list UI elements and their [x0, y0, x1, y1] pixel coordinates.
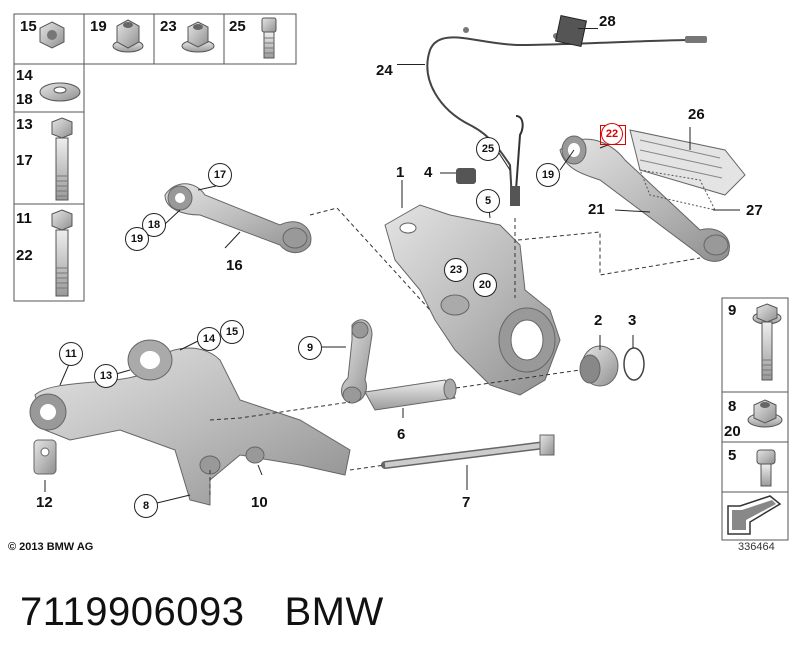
callout-11: 11	[59, 342, 83, 366]
callout-16: 16	[226, 257, 243, 274]
legend-label-17: 17	[16, 152, 33, 169]
callout-7: 7	[462, 494, 471, 511]
callout-15: 15	[220, 320, 244, 344]
callout-9: 9	[298, 336, 322, 360]
callout-28: 28	[599, 13, 616, 30]
guide-26-part	[629, 129, 746, 196]
wishbone-21-part	[559, 135, 730, 262]
legend-label-25: 25	[229, 18, 246, 35]
legend-label-14: 14	[16, 67, 33, 84]
washer-14-18-icon	[39, 82, 81, 102]
hex-bolt-13-17-icon	[51, 117, 73, 201]
callout-17: 17	[208, 163, 232, 187]
callout-14: 14	[197, 327, 221, 351]
legend-label-20: 20	[724, 423, 741, 440]
callout-19-lower: 19	[125, 227, 149, 251]
clip-4-icon	[456, 168, 476, 184]
legend-right-frame	[721, 297, 789, 541]
ring-3-part	[623, 347, 645, 381]
bolt-25-icon	[261, 17, 277, 59]
legend-left-frame	[13, 63, 85, 302]
callout-2: 2	[594, 312, 603, 329]
legend-label-8: 8	[728, 398, 737, 415]
legend-label-23: 23	[160, 18, 177, 35]
callout-4: 4	[424, 164, 433, 181]
bracket-12-part	[33, 439, 57, 475]
bracket-28-icon	[554, 14, 588, 48]
callout-25: 25	[476, 137, 500, 161]
legend-label-22: 22	[16, 247, 33, 264]
callout-1: 1	[396, 164, 405, 181]
callout-5: 5	[476, 189, 500, 213]
callout-27: 27	[746, 202, 763, 219]
highlight-22-box: 22	[600, 123, 626, 145]
cover-27-part	[639, 169, 716, 211]
hex-bolt-11-22-icon	[51, 209, 73, 297]
assembly-lines	[209, 207, 701, 495]
callout-19-upper: 19	[536, 163, 560, 187]
callout-22-highlighted: 22	[601, 123, 623, 145]
legend-label-15: 15	[20, 18, 37, 35]
callout-24: 24	[376, 62, 393, 79]
bolt-5-icon	[756, 449, 776, 487]
callout-23: 23	[444, 258, 468, 282]
collar-nut-23-icon	[181, 21, 215, 53]
legend-label-11: 11	[16, 210, 32, 227]
arrow-symbol-icon	[727, 495, 782, 535]
bolt-7-part	[381, 434, 555, 469]
callout-10: 10	[251, 494, 268, 511]
wheel-carrier-part	[384, 204, 561, 396]
callout-24-leader	[397, 64, 425, 65]
sensor-cable	[426, 36, 691, 201]
callout-13: 13	[94, 364, 118, 388]
bolt-9-icon	[752, 303, 782, 381]
callout-21: 21	[588, 201, 605, 218]
control-arm-16-part	[164, 183, 312, 254]
callout-8: 8	[134, 494, 158, 518]
brand-name: BMW	[284, 590, 384, 634]
rubber-mount-2-part	[579, 345, 619, 387]
part-number: 7119906093	[20, 590, 245, 634]
trailing-arm-10-part	[29, 339, 351, 506]
diagram-id: 336464	[738, 541, 775, 553]
callout-12: 12	[36, 494, 53, 511]
collar-nut-8-20-icon	[747, 399, 783, 428]
callout-3: 3	[628, 312, 637, 329]
nut-15-icon	[39, 21, 65, 49]
sleeve-6-part	[364, 378, 457, 411]
legend-label-5: 5	[728, 447, 737, 464]
callout-28-leader	[578, 28, 598, 29]
legend-label-9: 9	[728, 302, 737, 319]
legend-label-18: 18	[16, 91, 33, 108]
callout-26: 26	[688, 106, 705, 123]
legend-label-19: 19	[90, 18, 107, 35]
copyright-text: © 2013 BMW AG	[8, 541, 94, 553]
callout-6: 6	[397, 426, 406, 443]
link-9-part	[341, 319, 373, 404]
part-number-line: 7119906093 BMW	[20, 590, 384, 635]
callout-20: 20	[473, 273, 497, 297]
collar-nut-19-icon	[112, 19, 144, 53]
cable-plug-icon	[685, 36, 707, 43]
legend-top-frame	[13, 13, 297, 65]
legend-label-13: 13	[16, 116, 33, 133]
